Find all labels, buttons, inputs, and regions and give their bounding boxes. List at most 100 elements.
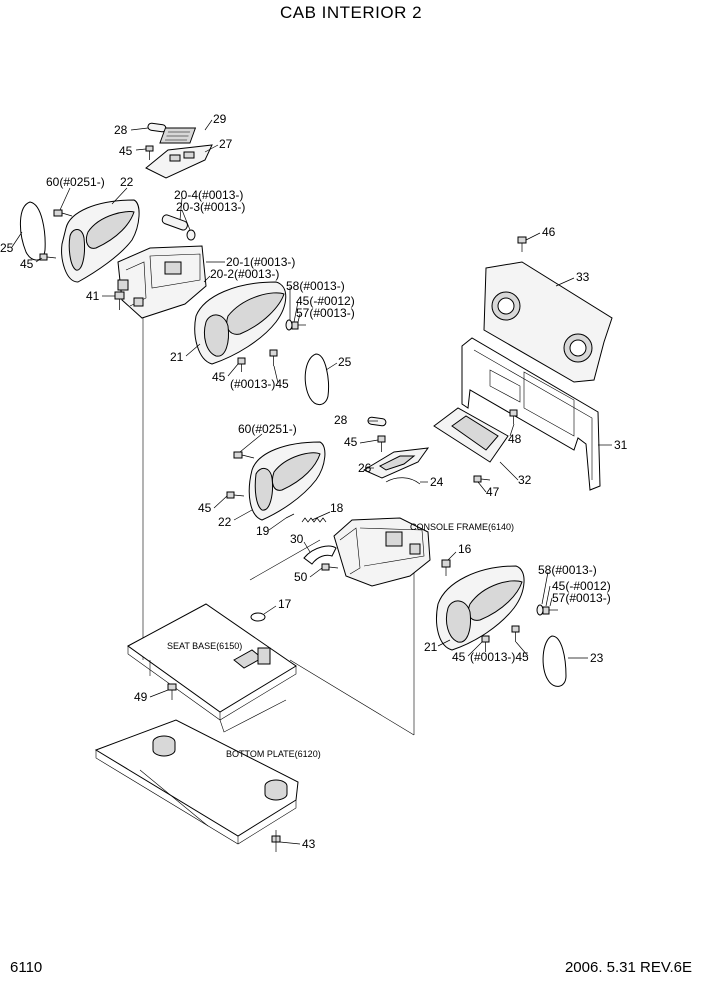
callout-label: 25 (0, 241, 14, 255)
callout-label: 21 (424, 640, 438, 654)
part-22-side-cover (61, 199, 140, 283)
callout-label: 45 (452, 650, 466, 664)
callout-label: 28 (114, 123, 128, 137)
part-19-pin (285, 513, 295, 519)
callout-label: 45(-#0012) (552, 579, 611, 593)
part-33-rear-cover (483, 261, 613, 383)
part-45-screw-middle (377, 435, 386, 452)
callout-label: 43 (302, 837, 316, 851)
callout-label: 45 (212, 370, 226, 384)
part-28-cap-middle (367, 416, 387, 427)
rear-panel-group (433, 236, 613, 491)
callout-label: 45(-#0012) (296, 294, 355, 308)
callout-label: 25 (338, 355, 352, 369)
callout-label: 20-1(#0013-) (226, 255, 295, 269)
part-60-screw (53, 209, 73, 217)
upper-console-group (20, 122, 329, 405)
part-25-grille-ring (20, 201, 46, 261)
part-58-washer-bolt (285, 319, 306, 331)
callout-label: 60(#0251-) (238, 422, 297, 436)
part-22-side-cover-middle (248, 441, 326, 521)
callout-label: 45 (198, 501, 212, 515)
callout-label: 45 (344, 435, 358, 449)
callout-label: 47 (486, 485, 500, 499)
console-frame-part (333, 517, 431, 587)
part-49-bolt (167, 683, 177, 700)
part-45-screw-pair-lower (481, 625, 520, 652)
part-50-screw (321, 563, 339, 571)
part-48-screw (509, 409, 518, 424)
callout-label: 30 (290, 532, 304, 546)
callout-label: 57(#0013-) (552, 591, 611, 605)
callout-label: 33 (576, 270, 590, 284)
bottom-plate-part (94, 719, 299, 845)
page-title: CAB INTERIOR 2 (279, 3, 423, 22)
callout-label: 16 (458, 542, 472, 556)
part-46-bolt (517, 236, 527, 252)
callout-label: 20-3(#0013-) (176, 200, 245, 214)
callout-labels: 28 29 45 27 60(#0251-) 22 20-4(#0013-) 2… (0, 112, 628, 851)
reference-lines (142, 318, 415, 736)
callout-label: 20-4(#0013-) (174, 188, 243, 202)
callout-label: 57(#0013-) (296, 306, 355, 320)
part-30-hose (303, 545, 337, 565)
part-58-washer-bolt-lower (536, 604, 558, 616)
part-24-cable (385, 477, 421, 485)
part-20-1-frame (117, 245, 207, 319)
callout-label: (#0013-)45 (470, 650, 529, 664)
bottom-plate-label: BOTTOM PLATE(6120) (226, 749, 321, 759)
base-group (94, 603, 299, 852)
callout-label: 31 (614, 438, 628, 452)
part-32-panel-plate (433, 407, 509, 463)
callout-label: 29 (213, 112, 227, 126)
console-frame-label: CONSOLE FRAME(6140) (410, 522, 514, 532)
callout-label: 45 (20, 257, 34, 271)
callout-label: 19 (256, 524, 270, 538)
page-number: 6110 (10, 959, 43, 976)
callout-label: 28 (334, 413, 348, 427)
part-45-screw-left (39, 253, 57, 261)
part-45-screw (145, 145, 154, 160)
part-43-bolt (271, 830, 281, 852)
seat-base-part (127, 603, 297, 733)
part-45-screw-middle-left (226, 491, 245, 499)
callout-label: 23 (590, 651, 604, 665)
part-45-screw-pair (237, 349, 278, 372)
part-29-switch-panel (159, 127, 197, 144)
callout-label: 27 (219, 137, 233, 151)
callout-label: 17 (278, 597, 292, 611)
callout-label: 22 (120, 175, 134, 189)
callout-label: (#0013-)45 (230, 377, 289, 391)
callout-label: 48 (508, 432, 522, 446)
callout-label: 58(#0013-) (538, 563, 597, 577)
part-20-3-washer (186, 229, 196, 241)
callout-label: 50 (294, 570, 308, 584)
callout-label: 22 (218, 515, 232, 529)
part-18-spring (301, 517, 327, 523)
callout-label: 58(#0013-) (286, 279, 345, 293)
callout-label: 41 (86, 289, 100, 303)
part-25-grille-ring-right (304, 353, 329, 405)
part-60-screw-middle (233, 451, 255, 459)
middle-console-group (226, 416, 567, 687)
callout-label: 18 (330, 501, 344, 515)
callout-label: 32 (518, 473, 532, 487)
callout-label: 20-2(#0013-) (210, 267, 279, 281)
callout-label: 46 (542, 225, 556, 239)
part-47-screw (473, 475, 491, 483)
part-20-4-pin (161, 214, 188, 231)
part-21-side-cover (194, 281, 287, 365)
leader-lines (11, 119, 612, 845)
callout-label: 60(#0251-) (46, 175, 105, 189)
callout-label: 21 (170, 350, 184, 364)
part-28-cap (147, 122, 167, 133)
part-41-bolt (114, 291, 125, 310)
part-21-side-cover-lower (436, 565, 525, 651)
part-17-o-ring (250, 612, 266, 622)
callout-label: 26 (358, 461, 372, 475)
revision-date: 2006. 5.31 REV.6E (564, 959, 692, 976)
part-16-bolt (441, 559, 451, 576)
callout-label: 45 (119, 144, 133, 158)
callout-label: 49 (134, 690, 148, 704)
